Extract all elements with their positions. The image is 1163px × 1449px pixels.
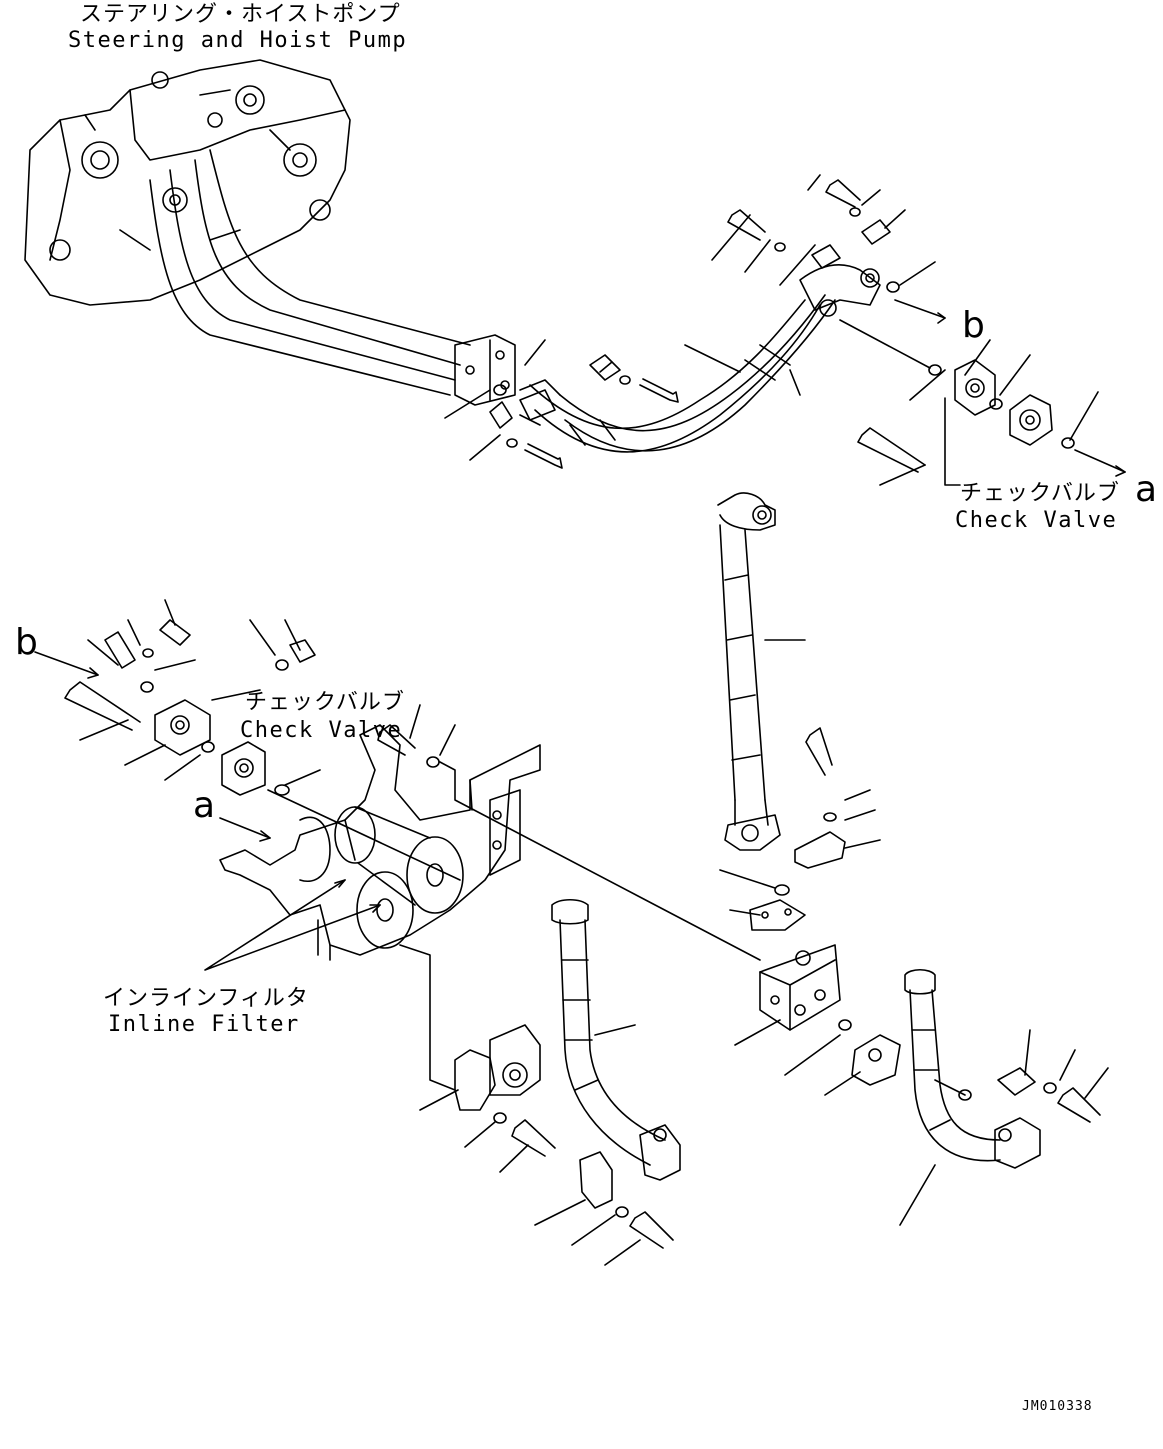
middle-clamp: [795, 728, 880, 868]
lower-flange-block: [420, 1025, 673, 1265]
upper-hoses: [520, 265, 880, 452]
check-valve-left-label-jp: チェックバルブ: [245, 690, 405, 715]
left-leader-lines: [80, 600, 455, 785]
ref-a-upper: a: [1135, 469, 1158, 510]
inline-filter-label-jp: インラインフィルタ: [103, 986, 309, 1011]
pump-label-jp: ステアリング・ホイストポンプ: [80, 2, 401, 27]
upper-fasteners: [490, 180, 899, 468]
inline-filter-label-en: Inline Filter: [108, 1012, 300, 1037]
check-valve-right-label-en: Check Valve: [955, 508, 1118, 533]
filter-leader-lines: [205, 762, 760, 1090]
ref-a-lower: a: [193, 785, 216, 826]
ref-b-lower: b: [15, 622, 38, 663]
pump-label-en: Steering and Hoist Pump: [68, 28, 408, 53]
upper-leader-lines: [445, 175, 1098, 485]
lower-center-hose: [552, 900, 680, 1180]
check-valve-right-label-jp: チェックバルブ: [960, 481, 1120, 506]
steering-hoist-pump: [25, 60, 350, 305]
check-valve-left-label-en: Check Valve: [240, 718, 403, 743]
drawing-code: JM010338: [1022, 1399, 1093, 1414]
ref-b-upper: b: [962, 305, 985, 346]
lower-right-hose: [900, 970, 1108, 1225]
middle-vertical-hose: [718, 493, 805, 850]
manifold-block: [720, 870, 900, 1095]
check-valve-right: [840, 300, 1125, 476]
check-valve-left: [35, 620, 439, 795]
